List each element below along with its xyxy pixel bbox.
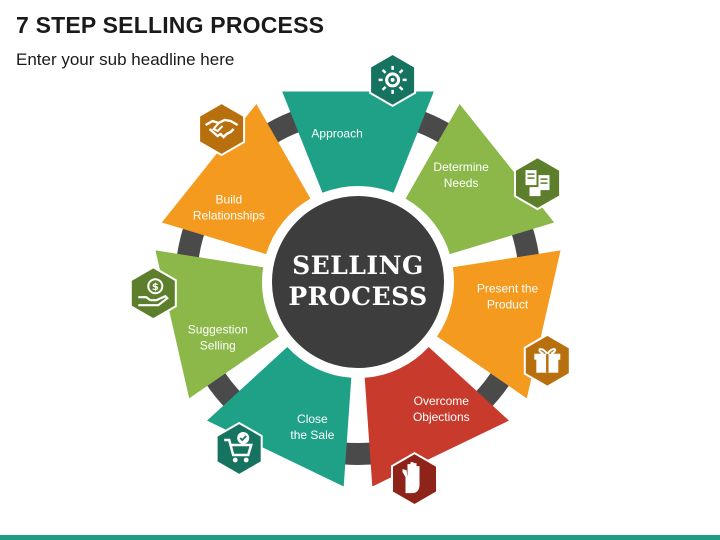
slide-subtitle: Enter your sub headline here: [16, 50, 235, 69]
step-label-line1: Suggestion: [188, 322, 248, 336]
slide-title: 7 STEP SELLING PROCESS: [16, 12, 325, 38]
step-label-line2: Needs: [444, 176, 479, 190]
step-segment-5: Close the Sale: [207, 346, 352, 487]
icon-badge: [215, 421, 263, 477]
gear-network-icon: [378, 65, 407, 94]
step-shape-1: [282, 91, 434, 193]
step-label-line2: the Sale: [290, 428, 334, 442]
hand-dollar-icon: $: [138, 278, 169, 307]
center-title-line1: SELLING: [292, 251, 424, 280]
step-label-line1: Close: [297, 412, 328, 426]
step-label-line1: Approach: [311, 127, 362, 141]
step-label-line2: Relationships: [193, 209, 265, 223]
step-shape-7: [161, 103, 311, 255]
center-title-line2: PROCESS: [288, 282, 427, 311]
step-label-line2: Product: [487, 298, 529, 312]
step-shape-6: [155, 250, 279, 399]
step-label-line2: Selling: [200, 338, 236, 352]
step-label-line1: Overcome: [414, 394, 470, 408]
icon-badge: [198, 101, 246, 157]
documents-icon: [525, 170, 550, 197]
gift-box-icon: [534, 348, 561, 373]
cart-check-icon: [224, 432, 253, 463]
step-label-line1: Present the: [477, 282, 539, 296]
center-hub: [268, 192, 448, 372]
step-label-line1: Determine: [433, 160, 489, 174]
step-shape-4: [364, 346, 509, 487]
step-shape-2: [405, 103, 555, 255]
step-segment-1: Approach: [282, 52, 434, 193]
step-label-line2: Objections: [413, 410, 470, 424]
handshake-icon: [205, 118, 239, 139]
step-shape-5: [207, 346, 352, 487]
svg-text:$: $: [152, 282, 159, 293]
step-label-line1: Build: [216, 193, 243, 207]
hand-stop-icon: [402, 462, 420, 494]
footer-bar: [0, 535, 720, 540]
